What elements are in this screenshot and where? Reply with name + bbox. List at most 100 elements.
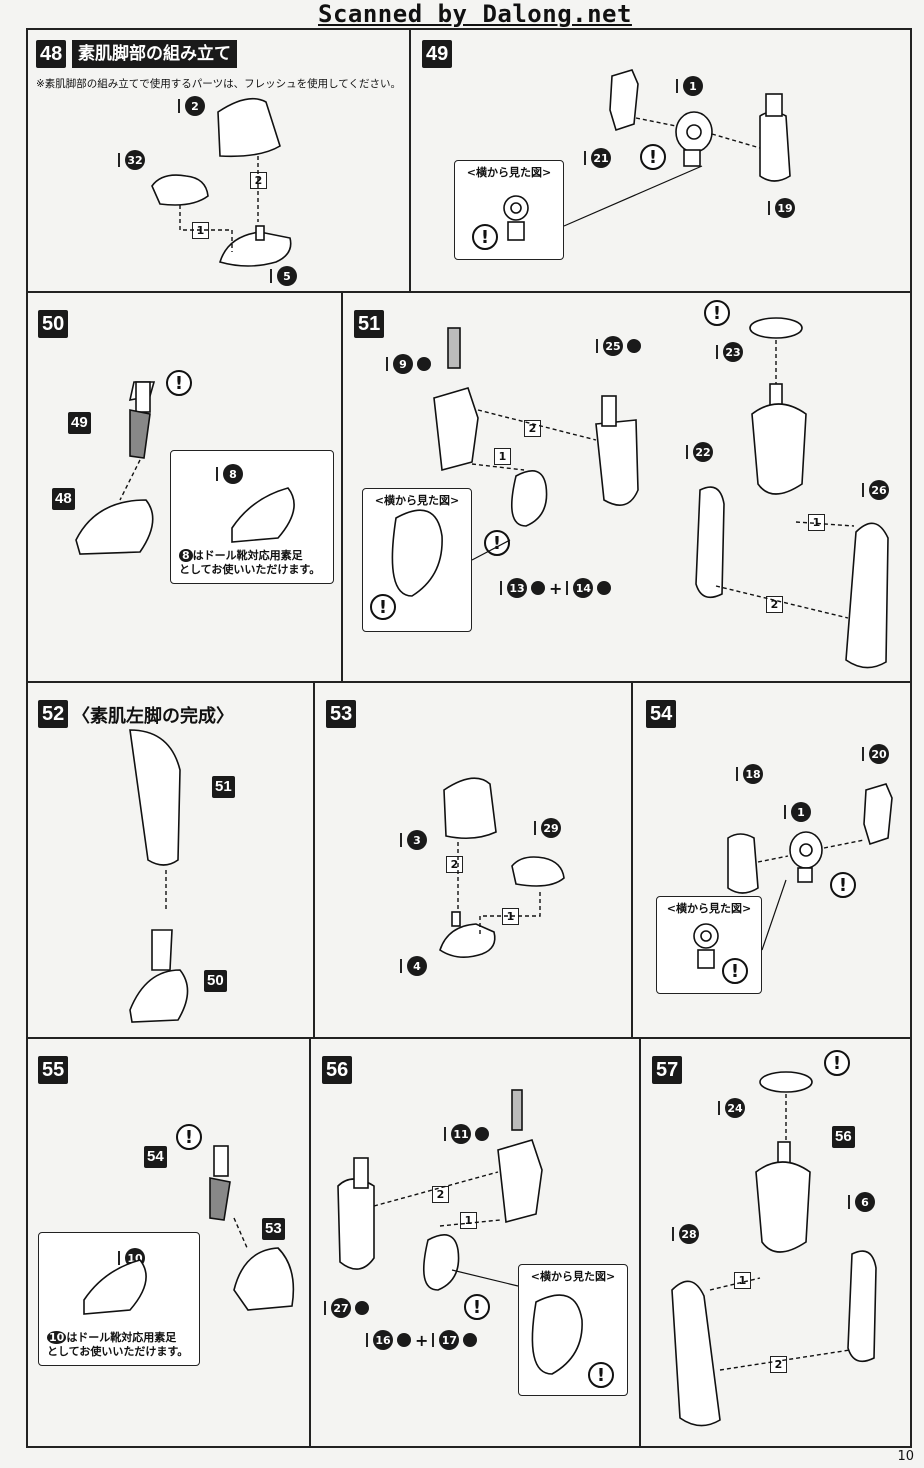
foot-50 bbox=[129, 969, 189, 1023]
side-view-caption: <横から見た図> bbox=[466, 166, 552, 179]
step-50-number: 50 bbox=[38, 310, 69, 338]
part-19: 19 bbox=[768, 198, 795, 218]
step-54-panel bbox=[632, 682, 912, 1038]
step-52-number: 52 bbox=[38, 700, 69, 728]
seq-2: 2 bbox=[432, 1186, 449, 1203]
seq-2: 2 bbox=[766, 596, 783, 613]
cover-22 bbox=[695, 486, 725, 599]
part-27: 27 bbox=[324, 1298, 369, 1318]
label-48: 48 bbox=[52, 488, 75, 510]
caution-icon: ! bbox=[166, 370, 192, 396]
caution-icon: ! bbox=[370, 594, 396, 620]
sole-part-5 bbox=[218, 231, 292, 267]
side-view-caption: <横から見た図> bbox=[666, 902, 752, 915]
step-55-panel bbox=[26, 1038, 310, 1448]
step-53-panel bbox=[314, 682, 632, 1038]
seq-2: 2 bbox=[524, 420, 541, 437]
watermark: Scanned by Dalong.net bbox=[318, 0, 632, 28]
step-51-number: 51 bbox=[354, 310, 385, 338]
caution-icon: ! bbox=[464, 1294, 490, 1320]
step-52-panel bbox=[26, 682, 314, 1038]
part-32: 32 bbox=[118, 150, 145, 170]
caution-icon: ! bbox=[830, 872, 856, 898]
side-view-caption: <横から見た図> bbox=[374, 494, 460, 507]
thigh-frame-9 bbox=[433, 387, 479, 472]
part-22: 22 bbox=[686, 442, 713, 462]
part-29: 29 bbox=[534, 818, 561, 838]
step-56-number: 56 bbox=[322, 1056, 353, 1084]
side-view-caption: <横から見た図> bbox=[530, 1270, 616, 1283]
part-9: 9 bbox=[386, 354, 431, 374]
label-51: 51 bbox=[212, 776, 235, 798]
step-48-panel bbox=[26, 28, 410, 292]
part-24: 24 bbox=[718, 1098, 745, 1118]
caution-icon: ! bbox=[472, 224, 498, 250]
joint-part-21 bbox=[609, 69, 639, 132]
step-50-panel bbox=[26, 292, 342, 682]
part-5: 5 bbox=[270, 266, 297, 286]
step-48-number: 48 bbox=[36, 40, 67, 68]
part-25: 25 bbox=[596, 336, 641, 356]
part-28: 28 bbox=[672, 1224, 699, 1244]
step-48-note: ※素肌脚部の組み立てで使用するパーツは、フレッシュを使用してください。 bbox=[36, 78, 401, 90]
ankle-part-2 bbox=[217, 97, 281, 158]
seq-1: 1 bbox=[494, 448, 511, 465]
sole-peg bbox=[255, 225, 265, 241]
side-plate-13 bbox=[510, 470, 548, 527]
part-23: 23 bbox=[716, 342, 743, 362]
thigh-22-part bbox=[751, 403, 807, 495]
bare-foot-8 bbox=[231, 487, 295, 543]
part-26: 26 bbox=[862, 480, 889, 500]
label-50: 50 bbox=[204, 970, 227, 992]
step-55-number: 55 bbox=[38, 1056, 69, 1084]
part-20: 20 bbox=[862, 744, 889, 764]
caution-icon: ! bbox=[722, 958, 748, 984]
step-57-number: 57 bbox=[652, 1056, 683, 1084]
part-4: 4 bbox=[400, 956, 427, 976]
step-48-title: 素肌脚部の組み立て bbox=[72, 40, 237, 68]
label-56: 56 bbox=[832, 1126, 855, 1148]
seq-1: 1 bbox=[460, 1212, 477, 1229]
part-1: 1 bbox=[784, 802, 811, 822]
seq-1: 1 bbox=[808, 514, 825, 531]
leg-51 bbox=[129, 729, 181, 866]
toe-part-32 bbox=[151, 174, 209, 206]
step-57-panel bbox=[640, 1038, 912, 1448]
step-54-number: 54 bbox=[646, 700, 677, 728]
caution-icon: ! bbox=[176, 1124, 202, 1150]
washer-23 bbox=[749, 317, 803, 339]
part-2: 2 bbox=[178, 96, 205, 116]
part-16-17: 16+ 17 bbox=[366, 1330, 478, 1350]
part-18: 18 bbox=[736, 764, 763, 784]
part-11: 11 bbox=[444, 1124, 489, 1144]
label-53: 53 bbox=[262, 1218, 285, 1240]
page-number: 10 bbox=[897, 1449, 914, 1464]
label-49: 49 bbox=[68, 412, 91, 434]
part-1: 1 bbox=[676, 76, 703, 96]
part-21: 21 bbox=[584, 148, 611, 168]
step-52-title: 〈素肌左脚の完成〉 bbox=[72, 706, 234, 727]
step-53-number: 53 bbox=[326, 700, 357, 728]
caution-icon: ! bbox=[824, 1050, 850, 1076]
seq-2: 2 bbox=[446, 856, 463, 873]
part-13-14: 13+ 14 bbox=[500, 578, 612, 598]
shin-26 bbox=[845, 522, 889, 669]
part-3: 3 bbox=[400, 830, 427, 850]
part-6: 6 bbox=[848, 1192, 875, 1212]
step-51-panel bbox=[342, 292, 912, 682]
caution-icon: ! bbox=[640, 144, 666, 170]
shin-peg-part-19 bbox=[759, 111, 791, 182]
caution-icon: ! bbox=[704, 300, 730, 326]
part-8: 8 bbox=[216, 464, 243, 484]
step-49-panel bbox=[410, 28, 912, 292]
step-49-number: 49 bbox=[422, 40, 453, 68]
label-54: 54 bbox=[144, 1146, 167, 1168]
step-56-panel bbox=[310, 1038, 640, 1448]
knee-cap-25 bbox=[595, 419, 639, 506]
foot-48 bbox=[75, 499, 154, 555]
caution-icon: ! bbox=[588, 1362, 614, 1388]
seq-1: 1 bbox=[734, 1272, 751, 1289]
